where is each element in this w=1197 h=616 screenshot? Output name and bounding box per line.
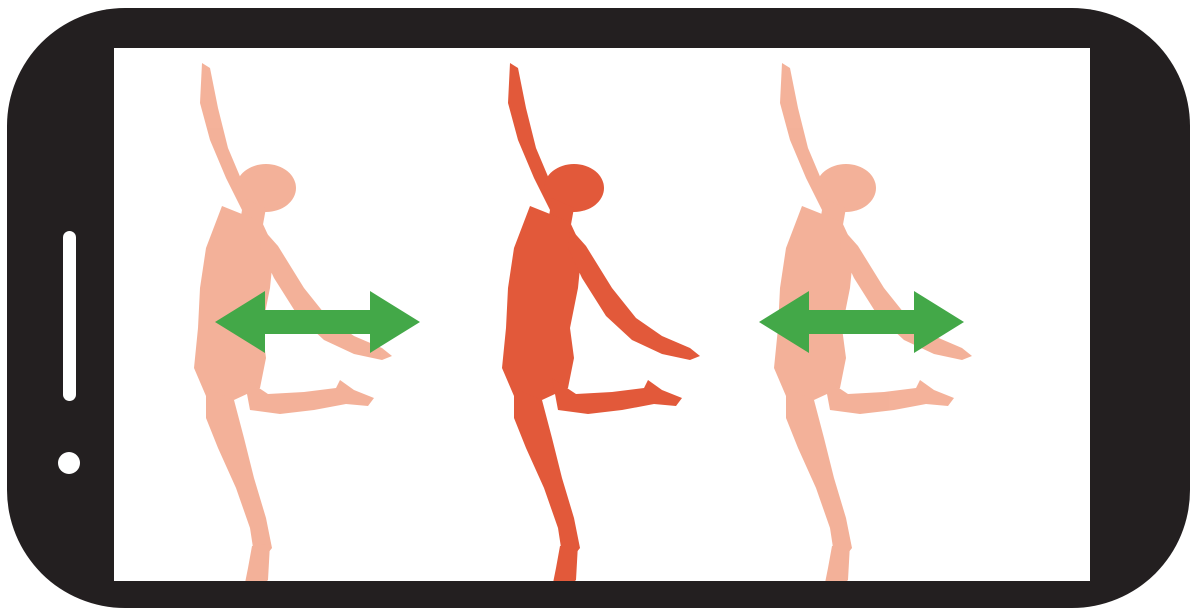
swipe-illustration bbox=[114, 48, 1090, 581]
phone-frame bbox=[7, 8, 1190, 608]
speaker-slot-icon bbox=[63, 231, 76, 401]
home-button[interactable] bbox=[58, 452, 80, 474]
phone-screen bbox=[114, 48, 1090, 581]
dancer-center-figure-icon bbox=[502, 63, 700, 581]
